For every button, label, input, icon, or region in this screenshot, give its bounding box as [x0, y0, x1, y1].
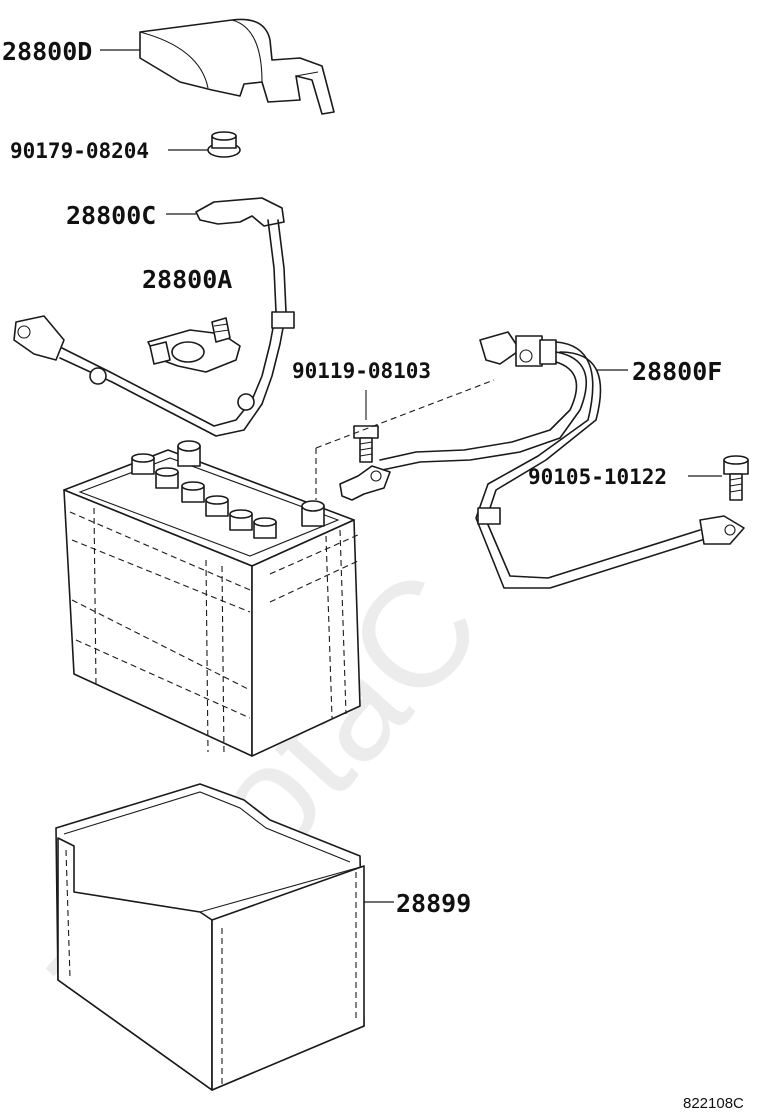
- battery-terminal-clamp: [147, 317, 241, 373]
- part-label-nut: 90179-08204: [10, 139, 149, 163]
- negative-battery-cable: [13, 197, 295, 437]
- battery: [63, 440, 361, 757]
- part-label-bolt-left: 90119-08103: [292, 359, 431, 383]
- reference-line: [315, 379, 495, 449]
- part-label-tray: 28899: [396, 889, 471, 918]
- battery-tray: [55, 783, 365, 1091]
- battery-terminal-cover: [139, 18, 335, 115]
- positive-battery-cable: [339, 331, 745, 589]
- part-label-cover: 28800D: [2, 37, 92, 66]
- part-label-terminal: 28800A: [142, 265, 232, 294]
- bolt-right: [723, 455, 749, 501]
- part-label-neg-cable: 28800C: [66, 201, 156, 230]
- nut: [207, 131, 241, 158]
- part-label-bolt-right: 90105-10122: [528, 465, 667, 489]
- part-label-pos-cable: 28800F: [632, 357, 722, 386]
- figure-code: 822108C: [683, 1095, 744, 1112]
